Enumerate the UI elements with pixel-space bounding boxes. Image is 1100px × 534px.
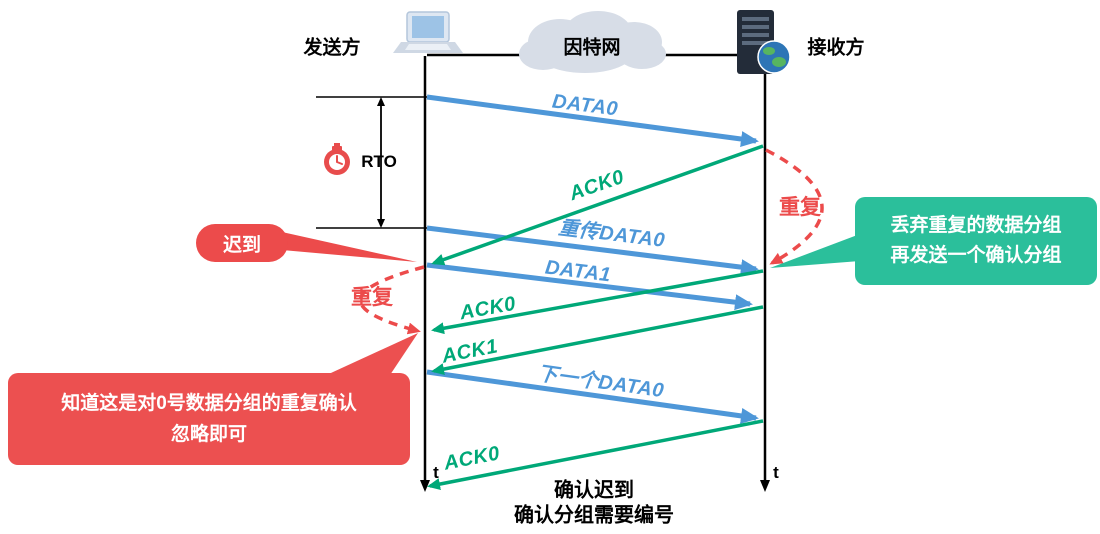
receiver-label: 接收方	[807, 37, 865, 59]
laptop-icon	[393, 11, 463, 53]
ack0-final-arrow	[427, 419, 764, 490]
data1-arrow	[426, 262, 753, 311]
retransmit-data0-arrow	[426, 225, 759, 276]
data0-arrow	[426, 94, 759, 147]
sender-note-callout: 知道这是对0号数据分组的重复确认 忽略即可	[8, 373, 410, 465]
duplicate-receiver-label: 重复	[779, 196, 821, 219]
sender-label: 发送方	[303, 37, 361, 59]
rto-label: RTO	[361, 152, 397, 171]
footer-caption-line2: 确认分组需要编号	[514, 504, 674, 527]
late-bubble-tail	[282, 232, 417, 262]
sender-note-tail	[320, 333, 418, 378]
internet-label: 因特网	[563, 37, 621, 59]
sender-timeline-arrowhead	[420, 480, 430, 492]
duplicate-arc-sender	[358, 265, 425, 335]
receiver-note-tail	[770, 234, 860, 268]
footer-caption-line1: 确认迟到	[554, 479, 634, 502]
late-callout-text: 迟到	[222, 234, 261, 256]
sender-note-line1: 知道这是对0号数据分组的重复确认	[61, 392, 357, 414]
ack1-arrow	[431, 305, 764, 375]
rto-span-arrowhead-bottom	[377, 219, 385, 228]
duplicate-arc-receiver	[765, 148, 824, 265]
ack0-delayed-arrow	[431, 144, 764, 266]
late-callout: 迟到	[196, 224, 288, 262]
duplicate-sender-label: 重复	[351, 286, 393, 309]
sender-note-line2: 忽略即可	[170, 424, 247, 445]
ack0-duplicate-arrow	[431, 269, 764, 335]
sender-time-label: t	[433, 463, 439, 482]
receiver-time-label: t	[773, 463, 779, 482]
receiver-note-callout: 丢弃重复的数据分组 再发送一个确认分组	[855, 197, 1097, 285]
receiver-note-line2: 再发送一个确认分组	[890, 245, 1062, 266]
rto-span-arrowhead-top	[377, 97, 385, 106]
receiver-timeline-arrowhead	[760, 480, 770, 492]
server-icon	[737, 10, 791, 74]
cloud-icon	[519, 11, 666, 73]
stopwatch-icon	[324, 143, 350, 175]
receiver-note-line1: 丢弃重复的数据分组	[890, 214, 1062, 236]
next-data0-arrow	[426, 369, 759, 424]
